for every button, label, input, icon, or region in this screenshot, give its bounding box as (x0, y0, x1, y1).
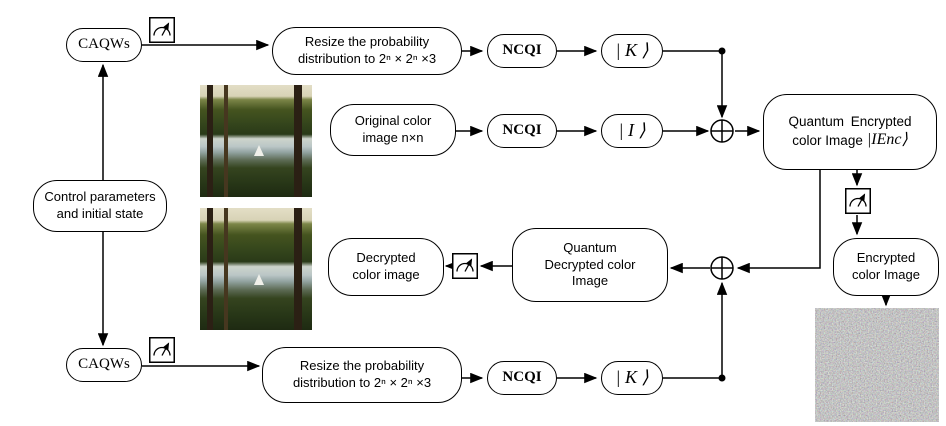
tree-trunk (207, 208, 213, 330)
ket-k-top-label: | K ⟩ (615, 40, 649, 61)
junction-dot (718, 47, 726, 55)
ket-i-box: | I ⟩ (601, 114, 663, 148)
encrypted-label-box: Encrypted color Image (833, 238, 939, 296)
measurement-icon (149, 17, 175, 43)
ncqi-bottom-label: NCQI (502, 369, 542, 386)
quantum-encrypted-line2: color Image (792, 133, 863, 148)
quantum-encrypted-line2-row: color Image |IEnc⟩ (792, 130, 907, 151)
arrow-encrypted-box-to-xor2 (736, 170, 821, 274)
tree-trunk (294, 208, 302, 330)
encrypted-noise-image (815, 308, 939, 422)
resize-top-line2: distribution to 2ⁿ × 2ⁿ ×3 (297, 51, 437, 66)
quantum-decrypted-label: Quantum Decrypted color Image (544, 239, 636, 289)
decrypted-label-box: Decrypted color image (328, 238, 444, 296)
sailboat (253, 145, 264, 157)
ket-k-top-box: | K ⟩ (601, 34, 663, 68)
tree-trunk (224, 85, 228, 197)
resize-bottom-box: Resize the probability distribution to 2… (262, 347, 462, 403)
xor-icon (710, 119, 734, 143)
ncqi-mid-box: NCQI (487, 114, 557, 148)
sailboat (253, 273, 264, 285)
ket-i-label: | I ⟩ (618, 120, 646, 141)
ncqi-top-label: NCQI (502, 42, 542, 59)
original-color-image (200, 85, 312, 197)
tree-trunk (294, 85, 302, 197)
resize-bottom-line2: distribution to 2ⁿ × 2ⁿ ×3 (292, 375, 432, 390)
resize-top-box: Resize the probability distribution to 2… (272, 27, 462, 75)
decrypted-color-image (200, 208, 312, 330)
quantum-encrypted-line1: Quantum Encrypted (788, 113, 912, 129)
xor-icon (710, 256, 734, 280)
quantum-encrypted-ket: |IEnc⟩ (866, 131, 908, 149)
quantum-encrypted-box: Quantum Encrypted color Image |IEnc⟩ (763, 94, 937, 170)
caqws-top-label: CAQWs (78, 36, 130, 53)
encrypted-label: Encrypted color Image (852, 250, 920, 282)
control-parameters-box: Control parameters and initial state (33, 180, 167, 232)
ket-k-bottom-box: | K ⟩ (601, 361, 663, 395)
junction-dot (718, 374, 726, 382)
ket-k-bottom-label: | K ⟩ (615, 367, 649, 388)
ncqi-bottom-box: NCQI (487, 361, 557, 395)
caqws-bottom-box: CAQWs (66, 348, 142, 382)
resize-bottom-line1: Resize the probability (299, 358, 425, 374)
measurement-icon (149, 337, 175, 363)
ncqi-mid-label: NCQI (502, 122, 542, 139)
original-image-label: Original color image n×n (354, 113, 432, 145)
connectors (97, 39, 892, 384)
caqws-top-box: CAQWs (66, 28, 142, 62)
tree-trunk (207, 85, 213, 197)
resize-top-line1: Resize the probability (304, 34, 430, 50)
measurement-icon (845, 188, 871, 214)
measurement-icon (452, 253, 478, 279)
tree-trunk (224, 208, 228, 330)
ncqi-top-box: NCQI (487, 34, 557, 68)
quantum-decrypted-box: Quantum Decrypted color Image (512, 228, 668, 302)
caqws-bottom-label: CAQWs (78, 356, 130, 373)
decrypted-label: Decrypted color image (352, 250, 420, 282)
original-image-box: Original color image n×n (330, 104, 456, 156)
control-parameters-label: Control parameters and initial state (44, 189, 156, 221)
